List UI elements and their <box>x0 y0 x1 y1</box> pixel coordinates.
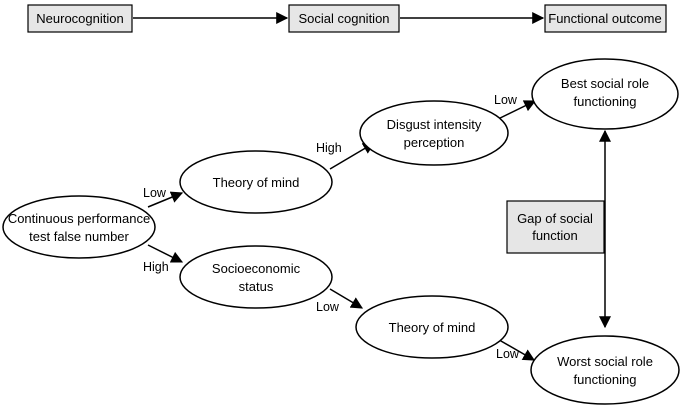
gap-of-social-function-box: Gap of social function <box>506 200 605 254</box>
node-tom-top-label: Theory of mind <box>213 175 300 190</box>
node-best-social-role: Best social role functioning <box>531 58 679 130</box>
node-ses-line2: status <box>239 279 274 294</box>
node-ses-line1: Socioeconomic <box>212 261 301 276</box>
node-cpt-line1: Continuous performance <box>8 211 150 226</box>
node-cpt-line2: test false number <box>29 229 129 244</box>
edge-label-disgust-best: Low <box>494 93 518 107</box>
node-socioeconomic-status: Socioeconomic status <box>179 245 333 309</box>
functional-outcome-box: Functional outcome <box>544 4 667 33</box>
gap-line2: function <box>532 228 578 243</box>
edge-cpt-to-tom <box>147 191 184 208</box>
edge-label-ses-tom: Low <box>316 300 340 314</box>
node-disgust-line1: Disgust intensity <box>387 117 482 132</box>
node-worst-social-role: Worst social role functioning <box>530 335 680 405</box>
node-disgust-line2: perception <box>404 135 465 150</box>
node-worst-line2: functioning <box>574 372 637 387</box>
edge-disgust-to-best <box>493 100 537 122</box>
edge-ses-to-tom <box>329 288 364 309</box>
node-worst-line1: Worst social role <box>557 354 653 369</box>
node-best-line2: functioning <box>574 94 637 109</box>
neurocognition-label: Neurocognition <box>36 11 123 26</box>
edge-cpt-to-ses <box>147 244 184 263</box>
node-theory-of-mind-top: Theory of mind <box>179 150 333 214</box>
node-best-line1: Best social role <box>561 76 649 91</box>
node-continuous-performance: Continuous performance test false number <box>2 195 156 259</box>
functional-outcome-label: Functional outcome <box>548 11 661 26</box>
edge-label-tom-disgust: High <box>316 141 342 155</box>
edge-label-tom-worst: Low <box>496 347 520 361</box>
edge-label-cpt-tom: Low <box>143 186 167 200</box>
social-cognition-label: Social cognition <box>298 11 389 26</box>
social-cognition-box: Social cognition <box>288 4 400 33</box>
neurocognition-box: Neurocognition <box>27 4 133 33</box>
node-disgust-intensity: Disgust intensity perception <box>359 100 509 166</box>
gap-line1: Gap of social <box>517 211 593 226</box>
node-tom-bottom-label: Theory of mind <box>389 320 476 335</box>
edge-label-cpt-ses: High <box>143 260 169 274</box>
node-theory-of-mind-bottom: Theory of mind <box>355 295 509 359</box>
